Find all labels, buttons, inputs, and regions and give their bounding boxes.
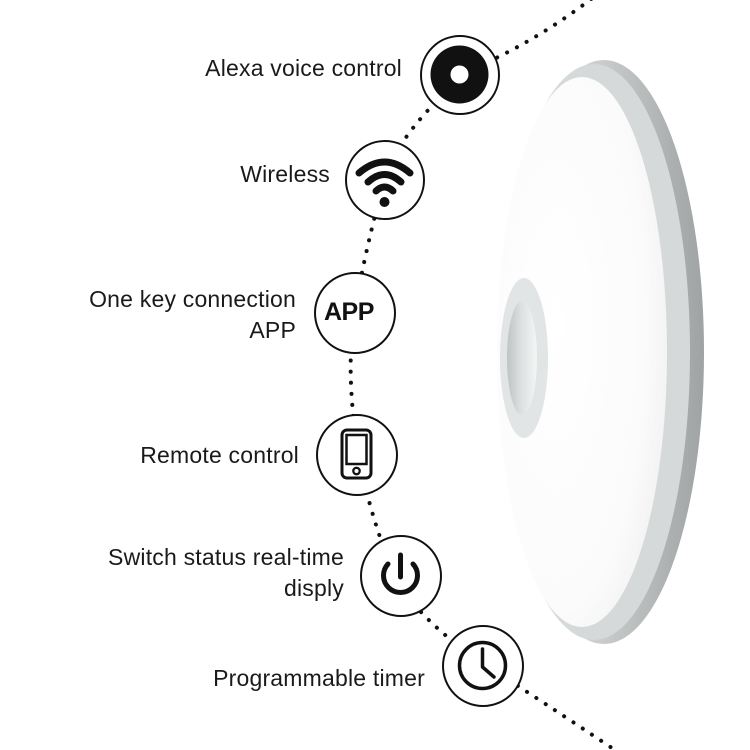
feature-label-alexa: Alexa voice control [205, 53, 402, 84]
timer-icon-circle [442, 625, 524, 707]
feature-label-timer: Programmable timer [213, 663, 425, 694]
app-icon: APP [324, 298, 374, 326]
feature-label-wireless: Wireless [240, 159, 330, 190]
feature-label-line: Alexa voice control [205, 55, 402, 81]
feature-label-line: disply [283, 575, 344, 601]
feature-label-line: Remote control [140, 442, 299, 468]
remote-icon-circle [316, 414, 398, 496]
alexa-icon-circle [420, 35, 500, 115]
ceiling-lamp [497, 60, 704, 644]
feature-label-line: APP [249, 317, 296, 343]
feature-label-line: Wireless [240, 161, 330, 187]
feature-label-line: Switch status real-time [108, 544, 344, 570]
power-icon [381, 552, 420, 595]
feature-label-app: One key connection APP [89, 284, 296, 346]
smartphone-icon [340, 428, 373, 480]
wifi-icon [355, 158, 414, 207]
lamp-sensor [507, 301, 537, 415]
wireless-icon-circle [345, 140, 425, 220]
feature-label-line: One key connection [89, 286, 296, 312]
power-icon-circle [360, 535, 442, 617]
feature-label-remote: Remote control [140, 440, 299, 471]
feature-label-line: Programmable timer [213, 665, 425, 691]
feature-label-switch: Switch status real-time disply [108, 542, 344, 604]
alexa-ring-icon [430, 45, 489, 104]
lamp-face [497, 77, 667, 627]
clock-icon [457, 640, 508, 691]
app-icon-circle: APP [314, 272, 396, 354]
